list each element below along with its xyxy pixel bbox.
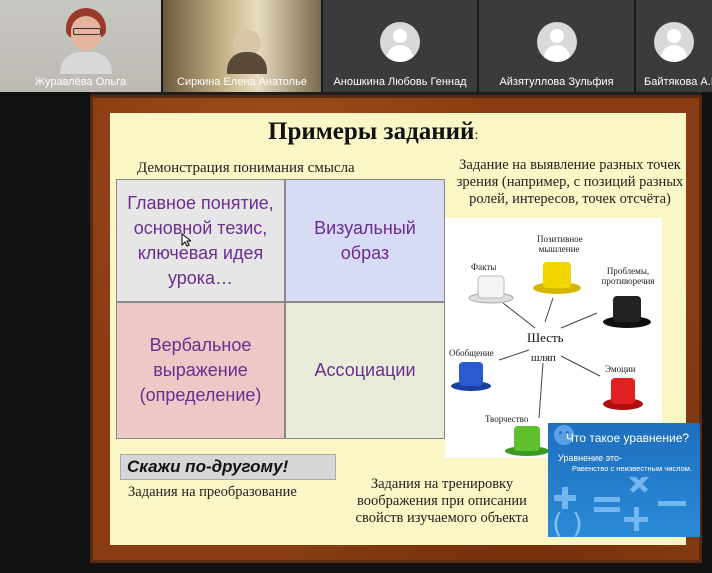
bottom-bar [0, 563, 712, 573]
participant-tile[interactable]: Байтякова А.В [636, 0, 712, 92]
participant-tile[interactable]: Айзятуллова Зульфия [479, 0, 636, 92]
participant-name: Байтякова А.В [644, 76, 712, 88]
hat-label-creativity: Творчество [485, 414, 529, 424]
transform-caption: Задания на преобразование [128, 484, 297, 500]
viewpoints-text: Задание на выявление разных точек зрения… [456, 157, 684, 207]
hat-label-summary: Обобщение [449, 348, 494, 358]
left-margin [0, 92, 90, 573]
equation-line2: Равенство с неизвестным числом. [572, 464, 692, 473]
participant-tile[interactable]: Сиркина Елена Анатолье [163, 0, 323, 92]
slide-title: Примеры заданий: [268, 118, 478, 146]
participant-name: Журавлёва Ольга [34, 76, 127, 88]
title-colon: : [474, 128, 479, 143]
equation-question: Что такое уравнение? [566, 431, 690, 445]
participant-video [58, 8, 114, 74]
grid-cell-verbal: Вербальное выражение (определение) [116, 302, 285, 439]
yellow-hat-icon [533, 262, 581, 294]
participants-strip: Журавлёва Ольга Сиркина Елена Анатолье А… [0, 0, 712, 92]
grid-cell-visual: Визуальный образ [285, 179, 445, 302]
grid-cell-text: Главное понятие, основной тезис, ключева… [127, 192, 274, 288]
six-hats-diagram: Факты Позитивное мышление Проблемы, прот… [445, 218, 662, 458]
math-symbols-icon: ( ) [552, 477, 686, 537]
hat-label-positive: Позитивное мышление [537, 234, 583, 254]
participant-tile[interactable]: Журавлёва Ольга [0, 0, 163, 92]
participant-name: Айзятуллова Зульфия [499, 76, 614, 88]
equation-line1: Уравнение это- [558, 453, 623, 463]
right-margin [702, 92, 712, 573]
hats-svg [451, 262, 651, 456]
svg-text:): ) [572, 507, 583, 537]
equation-card: Что такое уравнение? Уравнение это- Раве… [548, 423, 700, 537]
shared-slide: Примеры заданий: Демонстрация понимания … [110, 113, 700, 545]
red-hat-icon [603, 378, 643, 410]
demo-caption: Демонстрация понимания смысла [137, 160, 355, 176]
green-hat-icon [505, 426, 549, 456]
avatar-icon [380, 22, 420, 62]
grid-cell-text: Вербальное выражение (определение) [139, 335, 262, 405]
grid-cell-text: Визуальный образ [314, 217, 416, 263]
grid-cell-key-idea: Главное понятие, основной тезис, ключева… [116, 179, 285, 302]
grid-cell-associations: Ассоциации [285, 302, 445, 439]
say-it-differently-banner: Скажи по-другому! [120, 454, 336, 480]
participant-name: Сиркина Елена Анатолье [177, 76, 307, 88]
participant-name: Аношкина Любовь Геннад [333, 76, 467, 88]
participant-video [227, 30, 267, 74]
blue-hat-icon [451, 362, 491, 391]
hats-center-top: Шесть [527, 330, 564, 345]
hat-label-problems: Проблемы, противоречия [601, 266, 655, 286]
avatar-icon [654, 22, 694, 62]
hat-label-emotions: Эмоции [605, 364, 636, 374]
hats-center-bottom: шляп [531, 352, 556, 364]
white-hat-icon [468, 275, 514, 304]
svg-text:(: ( [552, 507, 563, 537]
hat-label-facts: Факты [471, 262, 497, 272]
slide-title-text: Примеры заданий [268, 118, 475, 145]
smiley-icon [554, 425, 574, 445]
imagination-text: Задания на тренировку воображения при оп… [355, 476, 529, 526]
black-hat-icon [603, 296, 651, 328]
grid-cell-text: Ассоциации [314, 360, 416, 380]
avatar-icon [536, 22, 577, 62]
mouse-cursor-icon [181, 233, 191, 247]
participant-tile[interactable]: Аношкина Любовь Геннад [323, 0, 479, 92]
